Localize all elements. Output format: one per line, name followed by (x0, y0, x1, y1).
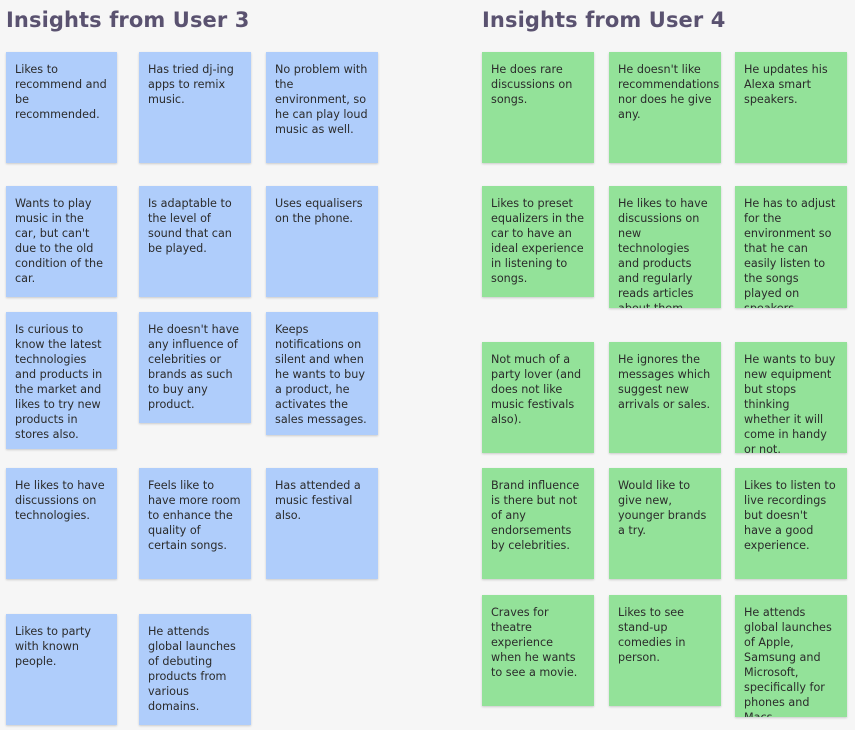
sticky-note[interactable]: Feels like to have more room to enhance … (139, 468, 251, 579)
section-title-user-3: Insights from User 3 (6, 8, 250, 32)
sticky-note[interactable]: He doesn't have any influence of celebri… (139, 312, 251, 423)
section-title-user-4: Insights from User 4 (482, 8, 726, 32)
sticky-note[interactable]: Likes to recommend and be recommended. (6, 52, 117, 163)
sticky-note[interactable]: He attends global launches of Apple, Sam… (735, 595, 847, 717)
sticky-note[interactable]: He ignores the messages which suggest ne… (609, 342, 721, 453)
sticky-note[interactable]: Not much of a party lover (and does not … (482, 342, 594, 453)
sticky-note[interactable]: Keeps notifications on silent and when h… (266, 312, 378, 435)
sticky-note[interactable]: Brand influence is there but not of any … (482, 468, 594, 579)
sticky-note[interactable]: He wants to buy new equipment but stops … (735, 342, 847, 453)
sticky-note[interactable]: He likes to have discussions on technolo… (6, 468, 117, 579)
sticky-note[interactable]: Would like to give new, younger brands a… (609, 468, 721, 579)
sticky-note[interactable]: Likes to party with known people. (6, 614, 117, 725)
sticky-note[interactable]: He likes to have discussions on new tech… (609, 186, 721, 308)
sticky-note[interactable]: Likes to listen to live recordings but d… (735, 468, 847, 579)
sticky-note[interactable]: He doesn't like recommendations nor does… (609, 52, 721, 163)
sticky-note[interactable]: Uses equalisers on the phone. (266, 186, 378, 297)
sticky-note[interactable]: Likes to preset equalizers in the car to… (482, 186, 594, 297)
sticky-note[interactable]: Likes to see stand-up comedies in person… (609, 595, 721, 706)
sticky-note[interactable]: He updates his Alexa smart speakers. (735, 52, 847, 163)
sticky-note[interactable]: Is adaptable to the level of sound that … (139, 186, 251, 297)
sticky-note[interactable]: Wants to play music in the car, but can'… (6, 186, 117, 297)
sticky-note[interactable]: Is curious to know the latest technologi… (6, 312, 117, 449)
sticky-note[interactable]: No problem with the environment, so he c… (266, 52, 378, 163)
sticky-note[interactable]: Craves for theatre experience when he wa… (482, 595, 594, 706)
sticky-note[interactable]: Has attended a music festival also. (266, 468, 378, 579)
sticky-note[interactable]: Has tried dj-ing apps to remix music. (139, 52, 251, 163)
sticky-note[interactable]: He does rare discussions on songs. (482, 52, 594, 163)
sticky-note[interactable]: He has to adjust for the environment so … (735, 186, 847, 308)
sticky-note[interactable]: He attends global launches of debuting p… (139, 614, 251, 725)
